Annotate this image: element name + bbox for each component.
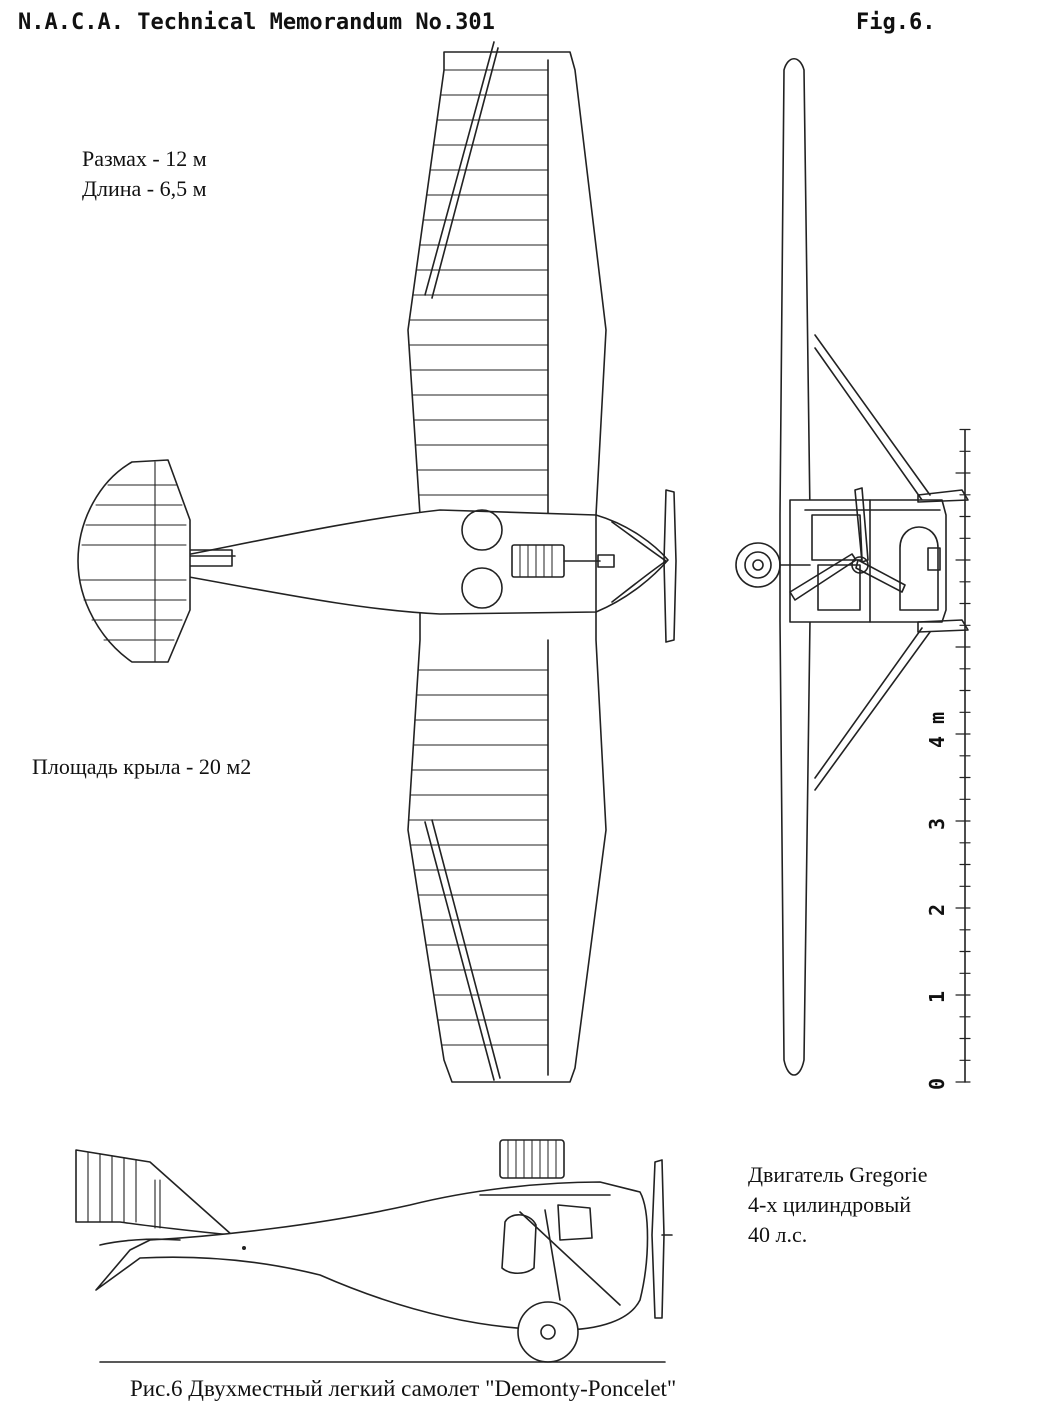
scale-label-1: 1 [925,991,949,1003]
plan-fuselage [159,509,669,615]
side-view [75,1139,673,1363]
propeller-side [651,1159,665,1319]
propeller-front [854,487,869,563]
cockpit-front [461,509,503,551]
spec-span: Размах - 12 м [82,146,207,171]
scale-label-0: 0 [925,1078,949,1090]
figure-number: Fig.6. [856,10,936,35]
spec-wing-area: Площадь крыла - 20 м2 [32,754,252,779]
plan-view [77,41,677,1083]
plan-wing-outline [407,51,607,1083]
scale-label-unit: 4 m [925,712,949,748]
front-view [735,57,969,1076]
engine-line-3: 40 л.с. [748,1222,808,1247]
plan-wing-ribs [408,69,549,1046]
spec-length: Длина - 6,5 м [82,176,207,201]
figure-caption: Рис.6 Двухместный легкий самолет "Demont… [130,1376,677,1401]
scale-bar [955,428,971,1083]
engine-line-1: Двигатель Gregorie [748,1162,928,1187]
propeller-plan [663,489,677,643]
scale-label-2: 2 [925,904,949,916]
cockpit-rear [461,567,503,609]
engine-line-2: 4-х цилиндровый [748,1192,912,1217]
plan-tailplane [77,459,191,663]
memo-title: N.A.C.A. Technical Memorandum No.301 [18,10,495,35]
side-fuselage [95,1181,649,1331]
scale-label-3: 3 [925,818,949,830]
